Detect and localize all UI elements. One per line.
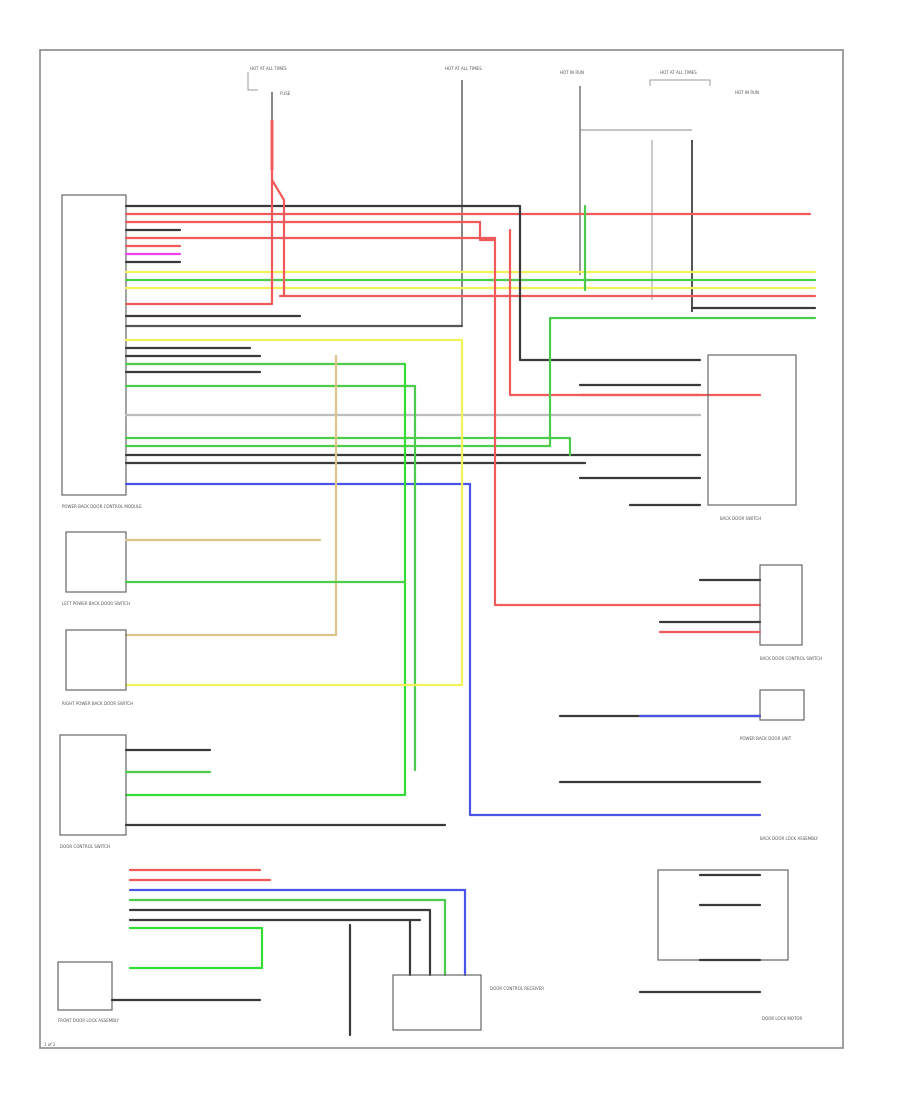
power-back-door-unit-label: POWER BACK DOOR UNIT: [740, 736, 792, 741]
door-receiver-label: DOOR CONTROL RECEIVER: [490, 986, 544, 991]
control-module-label: POWER BACK DOOR CONTROL MODULE: [62, 504, 142, 509]
back-door-lock-box: [657, 869, 789, 961]
top-fuse-feed-1: HOT AT ALL TIMES FUSE: [247, 66, 291, 190]
module-wires: [124, 204, 817, 486]
power-back-door-unit-box: [759, 689, 805, 721]
top-fuse-feed-4: HOT AT ALL TIMES: [649, 70, 711, 312]
front-door-lock-label: FRONT DOOR LOCK ASSEMBLY: [58, 1018, 120, 1023]
back-door-switch-box: [707, 354, 797, 506]
back-door-lock-label: BACK DOOR LOCK ASSEMBLY: [760, 836, 819, 841]
door-control-box: [59, 734, 127, 836]
right-switch-box: [65, 629, 127, 691]
top-fuse-feed-3: HOT IN RUN: [560, 70, 692, 275]
bottom-module-wires: [128, 868, 467, 977]
left-switch-1-box: [65, 531, 127, 593]
fuse-label-5: HOT IN RUN: [735, 90, 759, 95]
front-door-lock-box: [57, 961, 113, 1011]
back-door-switch-label: BACK DOOR SWITCH: [720, 516, 761, 521]
left-switch-1-label: LEFT POWER BACK DOOR SWITCH: [62, 601, 130, 606]
fuse-label-1: HOT AT ALL TIMES: [250, 66, 287, 71]
fuse-label-4: HOT AT ALL TIMES: [660, 70, 697, 75]
door-control-label: DOOR CONTROL SWITCH: [60, 844, 110, 849]
door-lock-motor-label: DOOR LOCK MOTOR: [762, 1016, 803, 1021]
diagram-frame: [39, 49, 844, 1049]
back-door-control-box: [759, 564, 803, 646]
door-receiver-box: [392, 974, 482, 1031]
control-module-box: [61, 194, 127, 496]
back-door-control-label: BACK DOOR CONTROL SWITCH: [760, 656, 822, 661]
fuse-label-2: HOT AT ALL TIMES: [445, 66, 482, 71]
fuse-label-3: HOT IN RUN: [560, 70, 584, 75]
right-switch-label: RIGHT POWER BACK DOOR SWITCH: [62, 701, 133, 706]
fuse-desc-1: FUSE: [280, 91, 291, 96]
top-fuse-feed-5: HOT IN RUN: [735, 90, 759, 95]
top-fuse-feed-2: HOT AT ALL TIMES: [445, 66, 482, 325]
page-footer: 1 of 2: [44, 1042, 56, 1047]
